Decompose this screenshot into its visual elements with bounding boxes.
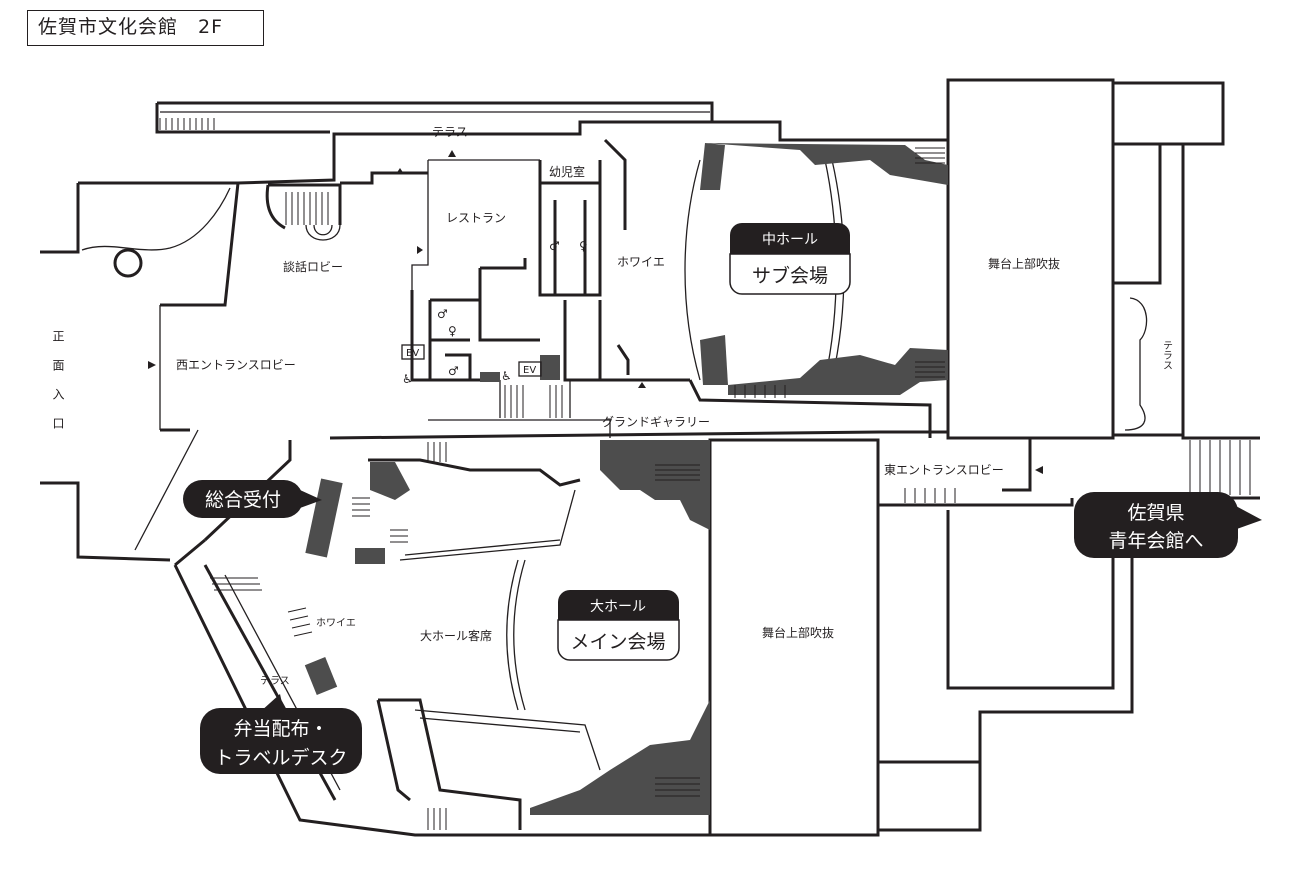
building-walls (40, 78, 1260, 837)
stairs (159, 118, 1251, 830)
stair-middle-hall-right-bottom (915, 361, 945, 378)
stair-large-hall-top-right (655, 464, 700, 481)
reception-callout: 総合受付 (183, 480, 322, 518)
stair-east-exit (1189, 440, 1251, 495)
large-hall-seats-label: 大ホール客席 (420, 628, 492, 643)
east-entrance-arrow (1035, 466, 1043, 474)
wheelchair-icon-2: ♿ (501, 369, 512, 383)
west-entrance-arrow (148, 361, 156, 369)
terrace-arrow-left (396, 168, 404, 174)
east-entrance-lobby-label: 東エントランスロビー (884, 463, 1004, 477)
grand-gallery-label: グランドギャラリー (602, 415, 710, 429)
reception-callout-text: 総合受付 (205, 489, 281, 511)
stair-grand-gallery-left (427, 442, 447, 462)
stair-large-hall-bottom-right (655, 777, 700, 797)
restaurant-arrow (417, 246, 423, 254)
youth-callout-line2: 青年会館へ (1108, 530, 1203, 552)
stair-gallery (504, 385, 563, 418)
restroom-icon-2: ♀ (448, 324, 457, 338)
main-entrance-label: 正面入口 (51, 330, 65, 446)
stage-loft-large-label: 舞台上部吹抜 (762, 625, 834, 640)
bento-callout-line1: 弁当配布・ (233, 718, 328, 740)
middle-hall-pill: 中ホール サブ会場 (729, 223, 851, 295)
stair-large-hall-bottom (427, 808, 447, 830)
stair-foyer-large (287, 607, 313, 637)
ev-label: EV (406, 348, 419, 359)
dark-areas (304, 143, 948, 815)
restroom-female-icon: ♀ (579, 239, 588, 253)
restaurant-label: レストラン (446, 211, 506, 225)
ev-icon (401, 344, 425, 360)
large-hall-pill: 大ホール メイン会場 (557, 590, 680, 661)
bento-travel-callout: 弁当配布・ トラベルデスク (200, 694, 362, 774)
talk-lobby-label: 談話ロビー (283, 259, 343, 274)
terrace-right-label: テラス (1161, 340, 1172, 370)
restroom-male-icon: ♂ (549, 239, 560, 253)
terrace-arrow (448, 150, 456, 157)
stair-reception (352, 497, 408, 543)
youth-callout-line1: 佐賀県 (1127, 502, 1184, 524)
stair-talk-lobby (285, 192, 329, 225)
stair-west-lower (210, 577, 262, 591)
stair-middle-hall-bottom (734, 385, 786, 398)
stair-top-left (159, 118, 215, 130)
large-hall-venue: メイン会場 (570, 631, 665, 653)
youth-center-callout: 佐賀県 青年会館へ (1074, 492, 1262, 558)
middle-hall-venue: サブ会場 (752, 264, 828, 287)
middle-hall-name: 中ホール (762, 232, 818, 248)
terrace-left-label: テラス (260, 675, 290, 687)
wheelchair-icon: ♿ (402, 372, 413, 386)
stair-east-lobby (904, 488, 956, 503)
bento-callout-line2: トラベルデスク (214, 747, 347, 769)
foyer-large-label: ホワイエ (316, 617, 356, 629)
ev-label-2: EV (523, 365, 536, 376)
west-entrance-lobby-label: 西エントランスロビー (176, 358, 296, 372)
foyer-middle-label: ホワイエ (617, 255, 665, 269)
infant-room-label: 幼児室 (549, 164, 585, 179)
foyer-arrow (638, 382, 646, 388)
terrace-top-label: テラス (432, 125, 468, 139)
large-hall-name: 大ホール (590, 599, 646, 615)
facility-icons: EV EV ♂ ♀ ♂ ♀ ♂ ♿ ♿ (401, 239, 588, 386)
ev-icon-2 (518, 361, 542, 377)
entrance-arrows (148, 150, 1043, 474)
restroom-icon-3: ♂ (448, 364, 459, 378)
stage-loft-middle-label: 舞台上部吹抜 (988, 256, 1060, 271)
stair-middle-hall-right-top (915, 147, 945, 164)
room-labels: テラス 幼児室 レストラン 談話ロビー ホワイエ 舞台上部吹抜 西エントランスロ… (51, 125, 1172, 687)
map-title: 佐賀市文化会館 2F (27, 10, 264, 46)
restroom-icon: ♂ (437, 307, 448, 321)
